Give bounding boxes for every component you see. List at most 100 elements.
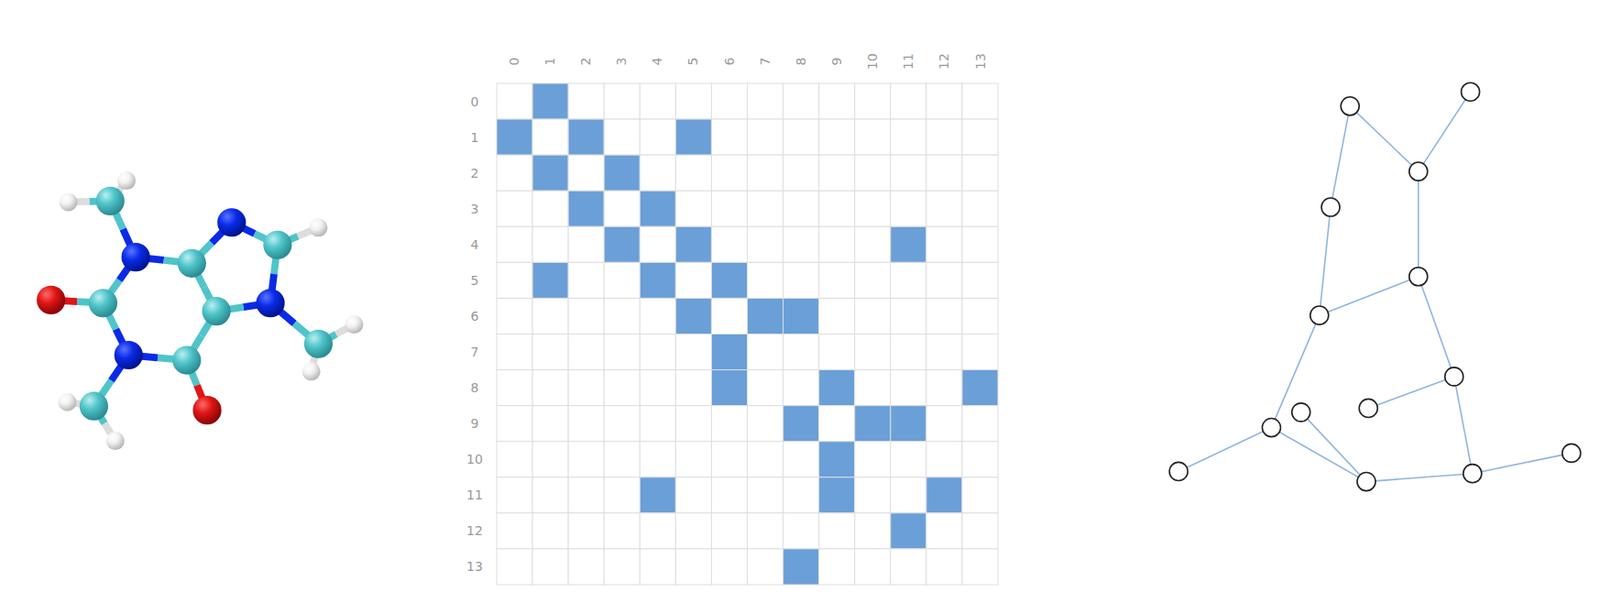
atom [106, 431, 125, 450]
atom [88, 288, 118, 318]
matrix-cell [783, 370, 820, 406]
column-index: 2 [580, 57, 593, 66]
matrix-cell [783, 226, 820, 263]
matrix-cell [675, 262, 712, 298]
graph-illustration [1169, 82, 1581, 491]
matrix-cell [711, 154, 747, 191]
matrix-cell [603, 154, 640, 191]
matrix-cell [675, 405, 712, 442]
matrix-cell [496, 226, 533, 263]
matrix-cell [926, 297, 963, 334]
matrix-cell [926, 83, 963, 120]
molecule-illustration [36, 171, 363, 450]
column-index: 1 [544, 57, 558, 66]
row-index: 9 [471, 416, 480, 430]
graph-edge [1319, 276, 1419, 316]
matrix-cell [532, 405, 569, 442]
matrix-cell [962, 83, 998, 120]
row-index: 4 [471, 238, 480, 252]
matrix-cell [532, 154, 569, 191]
matrix-cell [568, 548, 604, 585]
row-index: 1 [471, 131, 480, 144]
matrix-cell [568, 477, 604, 514]
matrix-cell [854, 405, 891, 442]
matrix-cell [747, 513, 784, 549]
row-index: 13 [466, 559, 483, 573]
matrix-cell [926, 441, 963, 478]
column-index: 8 [794, 57, 808, 66]
matrix-cell [890, 441, 927, 478]
matrix-cell [711, 477, 747, 514]
matrix-cell [854, 441, 891, 478]
matrix-cell [496, 405, 533, 442]
graph-vertex [1310, 306, 1329, 325]
atom [304, 329, 333, 359]
matrix-cell [603, 370, 640, 406]
atom [308, 218, 328, 237]
matrix-cell [675, 370, 712, 406]
matrix-cell [711, 190, 747, 227]
graph-vertex [1445, 367, 1464, 386]
matrix-cell [532, 83, 569, 120]
matrix-cell [819, 405, 855, 442]
matrix-cell [532, 119, 569, 155]
matrix-cell [603, 83, 640, 120]
matrix-cell [532, 297, 569, 334]
matrix-cell [639, 190, 676, 227]
matrix-cell [926, 405, 963, 442]
graph-edge [1330, 106, 1350, 208]
graph-edge [1454, 376, 1473, 474]
matrix-cell [819, 334, 855, 371]
matrix-cell [854, 370, 891, 406]
column-index: 5 [687, 57, 701, 66]
matrix-cell [962, 226, 998, 263]
matrix-cell [962, 334, 998, 371]
matrix-cell [496, 548, 533, 585]
matrix-cell [496, 119, 533, 155]
matrix-cell [854, 226, 891, 263]
matrix-cell [711, 226, 747, 263]
matrix-cell [603, 513, 640, 549]
matrix-cell [854, 548, 891, 585]
matrix-cell [819, 513, 855, 549]
matrix-cell [568, 513, 604, 549]
row-index: 8 [471, 381, 480, 395]
matrix-cell [711, 370, 747, 406]
column-index: 3 [615, 57, 629, 66]
column-index: 7 [758, 57, 772, 66]
matrix-cell [603, 405, 640, 442]
graph-edge [1472, 452, 1572, 473]
graph-edge [1271, 315, 1319, 428]
graph-vertex [1358, 398, 1378, 417]
matrix-cell [890, 548, 927, 585]
graph-vertex [1357, 472, 1376, 492]
matrix-cell [783, 513, 820, 549]
matrix-cell [603, 119, 640, 155]
atom [255, 288, 285, 318]
matrix-cell [639, 262, 676, 298]
graph-edge [1368, 376, 1455, 409]
matrix-cell [747, 477, 784, 514]
atom [217, 208, 246, 237]
matrix-cell [962, 262, 998, 298]
matrix-cell [603, 334, 640, 371]
matrix-cell [675, 83, 712, 120]
matrix-cell [962, 548, 998, 585]
atom [172, 345, 201, 374]
matrix-cell [747, 441, 784, 478]
matrix-cell [890, 297, 927, 334]
graph-vertex [1463, 464, 1482, 483]
matrix-cell [496, 334, 533, 371]
matrix-cell [854, 83, 891, 120]
matrix-cell [711, 334, 747, 371]
row-index: 7 [471, 345, 480, 359]
matrix-cell [532, 334, 569, 371]
matrix-cell [783, 154, 820, 191]
matrix-cell [890, 226, 927, 263]
matrix-cell [568, 405, 604, 442]
graph-edge [1178, 427, 1272, 472]
graph-edge [1417, 171, 1420, 277]
adjacency-matrix [496, 83, 998, 585]
matrix-cell [819, 226, 855, 263]
matrix-cell [962, 441, 998, 478]
